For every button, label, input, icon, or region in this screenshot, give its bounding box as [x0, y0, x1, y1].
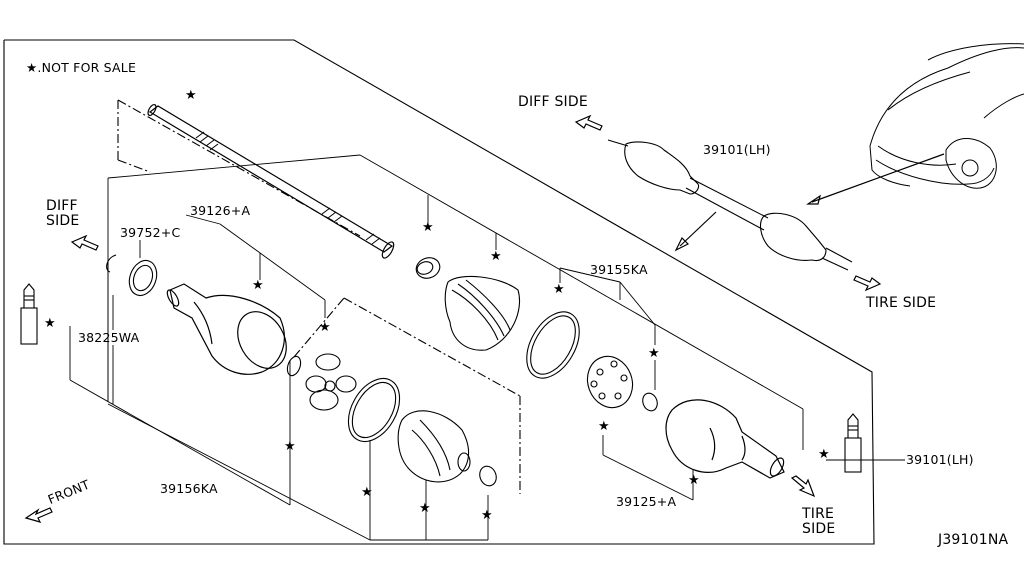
star-marker: ★ — [419, 501, 431, 516]
legend-star: ★ — [26, 60, 38, 75]
star-marker: ★ — [44, 316, 56, 331]
boot-band-upper — [526, 311, 580, 379]
diff-side-left-label-2: SIDE — [46, 213, 80, 229]
diff-side-top-label: DIFF SIDE — [518, 94, 588, 110]
outer-cv-joint — [665, 399, 785, 479]
diff-side-left-label-1: DIFF — [46, 198, 78, 214]
arrows — [24, 114, 882, 523]
legend-text: .NOT FOR SALE — [37, 60, 137, 75]
leader-lines — [69, 154, 905, 541]
small-band-lower — [479, 465, 497, 487]
shaft-illustration — [607, 139, 853, 271]
star-marker: ★ — [319, 320, 331, 335]
circlip-outer — [642, 392, 658, 412]
seal-39752 — [128, 259, 158, 297]
star-marker: ★ — [361, 485, 373, 500]
frame-outline — [3, 39, 875, 545]
part-39155: 39155KA — [590, 262, 648, 277]
tripod-spider — [305, 353, 357, 411]
grease-tube-left — [20, 283, 38, 345]
snap-ring — [286, 355, 302, 377]
boot-band-lower — [347, 378, 401, 442]
part-38225: 38225WA — [78, 330, 140, 345]
part-39126: 39126+A — [190, 203, 251, 218]
star-marker: ★ — [252, 278, 264, 293]
shaft-ring — [415, 257, 441, 279]
dashdot-lines — [117, 99, 521, 494]
tire-side-bottom-label-2: SIDE — [802, 521, 836, 537]
part-39156: 39156KA — [160, 481, 218, 496]
star-marker: ★ — [598, 419, 610, 434]
inner-race — [586, 355, 634, 409]
star-marker: ★ — [818, 447, 830, 462]
shaft-assembly — [147, 103, 395, 259]
not-for-sale-legend: ★.NOT FOR SALE — [26, 61, 136, 75]
diagram-code: J39101NA — [938, 532, 1009, 548]
boot-lower — [397, 410, 471, 483]
star-marker: ★ — [481, 508, 493, 523]
star-marker: ★ — [185, 88, 197, 103]
star-marker: ★ — [553, 282, 565, 297]
star-marker: ★ — [688, 473, 700, 488]
car-pointer — [674, 153, 945, 252]
boot-upper — [444, 275, 521, 351]
part-39101-right: 39101(LH) — [906, 452, 974, 467]
tire-side-bottom-label-1: TIRE — [802, 506, 835, 522]
star-marker: ★ — [422, 220, 434, 235]
star-marker: ★ — [648, 346, 660, 361]
part-39101-top: 39101(LH) — [703, 142, 771, 157]
part-39752: 39752+C — [120, 225, 181, 240]
part-39125: 39125+A — [616, 494, 677, 509]
tire-side-top-label: TIRE SIDE — [866, 295, 937, 311]
grease-tube-right — [844, 413, 862, 473]
circlip-38225 — [106, 254, 117, 273]
car-silhouette — [869, 43, 1024, 189]
star-marker: ★ — [284, 439, 296, 454]
star-marker: ★ — [490, 249, 502, 264]
inner-housing — [166, 283, 287, 375]
